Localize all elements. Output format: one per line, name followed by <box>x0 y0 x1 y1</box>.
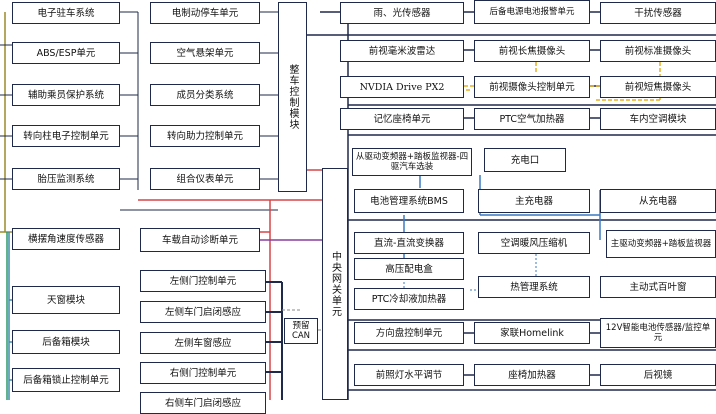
gateway-bus <box>307 11 716 400</box>
module-left-window-sensor: 左侧车窗感应 <box>140 332 266 354</box>
module-tire-pressure-monitor: 胎压监测系统 <box>12 168 120 190</box>
module-aux-passenger-protection: 辅助乘员保护系统 <box>12 84 120 106</box>
module-trunk: 后备箱模块 <box>12 330 120 354</box>
module-occupant-classification: 成员分类系统 <box>150 84 260 106</box>
module-hv-distribution-box: 高压配电盒 <box>354 258 464 280</box>
red-bus <box>138 169 322 400</box>
module-front-shortfocus-camera: 前视短焦摄像头 <box>600 76 716 98</box>
module-front-radar: 前视毫米波雷达 <box>340 40 464 62</box>
module-12v-battery-sensor: 12V智能电池传感器/监控单元 <box>600 318 716 348</box>
module-ptc-air-heater: PTC空气加热器 <box>474 108 590 130</box>
module-nvidia-px2: NVDIA Drive PX2 <box>340 76 464 98</box>
left-connectors <box>0 11 138 180</box>
module-secondary-inverter: 从驱动变频器+踏板监视器-四驱汽车选装 <box>352 148 472 176</box>
module-steering-wheel-control: 方向盘控制单元 <box>354 322 464 344</box>
module-front-camera-control: 前视摄像头控制单元 <box>474 76 590 98</box>
central-gateway: 中央网关单元 <box>322 168 348 400</box>
module-memory-seat: 记忆座椅单元 <box>340 108 464 130</box>
module-instrument-cluster: 组合仪表单元 <box>150 168 260 190</box>
blue-dotted <box>403 254 537 291</box>
module-right-door-control: 右侧门控制单元 <box>140 362 266 384</box>
module-bms: 电池管理系统BMS <box>354 189 464 213</box>
reserved-can: 预留CAN <box>284 318 318 344</box>
module-main-charger: 主充电器 <box>478 189 590 213</box>
vehicle-control-module: 整车控制模块 <box>278 2 307 192</box>
can-dashed <box>282 309 322 331</box>
module-main-inverter: 主驱动变频器+踏板监视器 <box>606 230 716 258</box>
module-backup-battery-alarm: 后备电源电池报警单元 <box>474 0 590 24</box>
module-dc-dc-converter: 直流-直流变换器 <box>354 232 464 254</box>
module-front-telephoto-camera: 前视长焦摄像头 <box>474 40 590 62</box>
wiring-diagram <box>0 11 716 400</box>
module-sunroof: 天窗模块 <box>12 286 120 314</box>
module-interference-sensor: 干扰传感器 <box>600 2 716 24</box>
module-rearview-mirror: 后视镜 <box>600 364 716 386</box>
module-homelink: 家联Homelink <box>474 322 590 344</box>
module-electric-brake-parking: 电制动停车单元 <box>150 2 260 24</box>
module-yaw-rate-sensor: 横摆角速度传感器 <box>12 228 120 250</box>
left-lower-buses <box>6 232 12 400</box>
module-onboard-diagnostics: 车载自动诊断单元 <box>140 228 260 252</box>
module-cabin-ac: 车内空调模块 <box>600 108 716 130</box>
module-trunk-lock-control: 后备箱锁止控制单元 <box>12 368 120 392</box>
module-left-door-control: 左侧门控制单元 <box>140 270 266 292</box>
module-ac-compressor: 空调暖风压缩机 <box>478 232 590 254</box>
module-seat-heater: 座椅加热器 <box>474 364 590 386</box>
module-active-shutter: 主动式百叶窗 <box>600 276 716 298</box>
module-right-door-sensor: 右侧车门启闭感应 <box>140 392 266 414</box>
module-secondary-charger: 从充电器 <box>600 189 716 213</box>
module-front-standard-camera: 前视标准摄像头 <box>600 40 716 62</box>
module-rain-light-sensor: 雨、光传感器 <box>340 2 464 24</box>
module-left-door-sensor: 左侧车门启闭感应 <box>140 301 266 323</box>
module-abs-esp: ABS/ESP单元 <box>12 42 120 64</box>
module-electronic-parking: 电子驻车系统 <box>12 2 120 24</box>
module-air-suspension: 空气悬架单元 <box>150 42 260 64</box>
mid-trunk <box>120 11 278 211</box>
module-headlamp-leveling: 前照灯水平调节 <box>354 364 464 386</box>
left-olive-bus <box>0 12 12 233</box>
module-power-steering-control: 转向助力控制单元 <box>150 125 260 147</box>
module-steering-column-control: 转向柱电子控制单元 <box>12 125 120 147</box>
module-charge-port: 充电口 <box>484 148 566 172</box>
module-ptc-coolant-heater: PTC冷却液加热器 <box>354 288 464 310</box>
module-thermal-management: 热管理系统 <box>478 276 590 298</box>
door-bus <box>266 281 283 400</box>
